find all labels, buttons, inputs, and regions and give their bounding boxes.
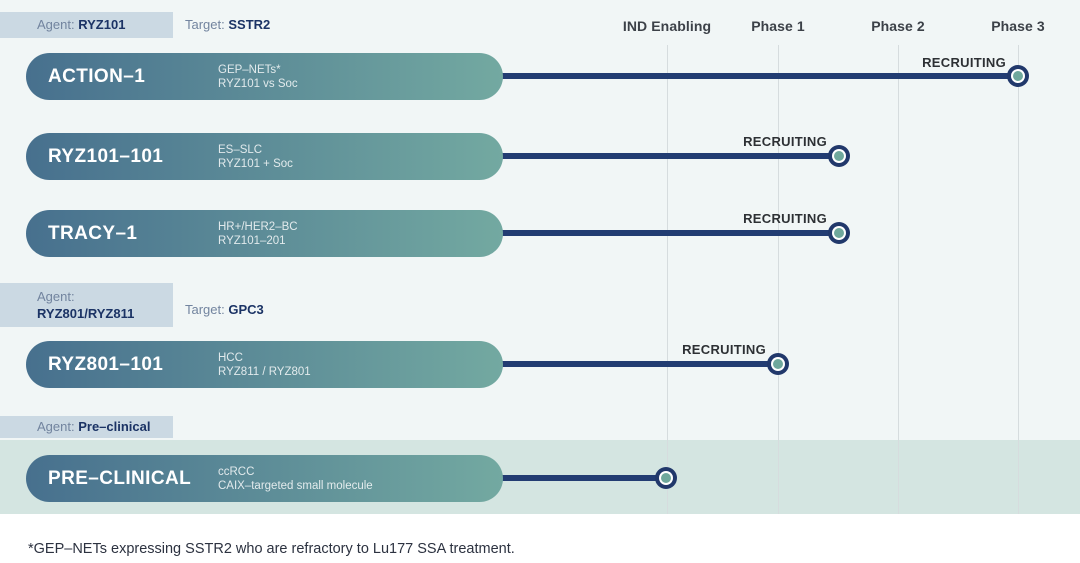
milestone-dot	[834, 151, 844, 161]
status-badge: RECRUITING	[743, 134, 827, 149]
target-value: SSTR2	[228, 17, 271, 32]
trial-indication: ES–SLC	[218, 143, 263, 156]
agent-box-ryz101: Agent: RYZ101	[0, 12, 173, 38]
milestone-dot	[834, 228, 844, 238]
agent-box-ryz801-ryz811: Agent: RYZ801/RYZ811	[0, 283, 173, 327]
column-header-phase-1: Phase 1	[751, 18, 805, 34]
trial-pill-tracy-1: TRACY–1 HR+/HER2–BC RYZ101–201	[26, 210, 503, 257]
gridline-phase-2	[898, 45, 899, 514]
gridline-ind-enabling	[667, 45, 668, 514]
target-label: Target:	[185, 302, 225, 317]
progress-track	[495, 230, 839, 236]
trial-pill-action-1: ACTION–1 GEP–NETs* RYZ101 vs Soc	[26, 53, 503, 100]
milestone-dot	[1013, 71, 1023, 81]
trial-title: RYZ101–101	[48, 145, 164, 167]
status-badge: RECRUITING	[743, 211, 827, 226]
trial-title: RYZ801–101	[48, 353, 164, 375]
trial-indication: HR+/HER2–BC	[218, 220, 298, 233]
progress-track	[495, 475, 666, 481]
column-header-phase-3: Phase 3	[991, 18, 1045, 34]
trial-pill-ryz801-101: RYZ801–101 HCC RYZ811 / RYZ801	[26, 341, 503, 388]
progress-track	[495, 153, 839, 159]
progress-track	[495, 361, 778, 367]
footnote: *GEP–NETs expressing SSTR2 who are refra…	[28, 541, 515, 557]
trial-detail: CAIX–targeted small molecule	[218, 479, 373, 492]
trial-title: PRE–CLINICAL	[48, 467, 192, 489]
status-badge: RECRUITING	[682, 342, 766, 357]
milestone-dot	[661, 473, 671, 483]
gridline-phase-1	[778, 45, 779, 514]
agent-label: Agent:	[37, 17, 75, 32]
target-value: GPC3	[228, 302, 264, 317]
column-header-phase-2: Phase 2	[871, 18, 925, 34]
trial-detail: RYZ101–201	[218, 234, 286, 247]
target-sstr2: Target: SSTR2	[185, 12, 270, 38]
trial-pill-ryz101-101: RYZ101–101 ES–SLC RYZ101 + Soc	[26, 133, 503, 180]
agent-value: RYZ801/RYZ811	[37, 306, 135, 321]
trial-detail: RYZ101 + Soc	[218, 157, 293, 170]
milestone-dot	[773, 359, 783, 369]
agent-label: Agent:	[37, 419, 75, 434]
agent-value: Pre–clinical	[78, 419, 151, 434]
trial-indication: HCC	[218, 351, 243, 364]
trial-detail: RYZ811 / RYZ801	[218, 365, 311, 378]
agent-label: Agent:	[37, 289, 75, 304]
agent-value: RYZ101	[78, 17, 126, 32]
trial-pill-pre-clinical: PRE–CLINICAL ccRCC CAIX–targeted small m…	[26, 455, 503, 502]
gridline-phase-3	[1018, 45, 1019, 514]
progress-track	[495, 73, 1018, 79]
trial-detail: RYZ101 vs Soc	[218, 77, 298, 90]
trial-indication: ccRCC	[218, 465, 255, 478]
column-header-ind-enabling: IND Enabling	[622, 18, 712, 34]
trial-title: ACTION–1	[48, 65, 146, 87]
target-gpc3: Target: GPC3	[185, 301, 264, 318]
target-label: Target:	[185, 17, 225, 32]
status-badge: RECRUITING	[922, 55, 1006, 70]
trial-indication: GEP–NETs*	[218, 63, 281, 76]
agent-box-preclinical: Agent: Pre–clinical	[0, 416, 173, 438]
trial-title: TRACY–1	[48, 222, 138, 244]
